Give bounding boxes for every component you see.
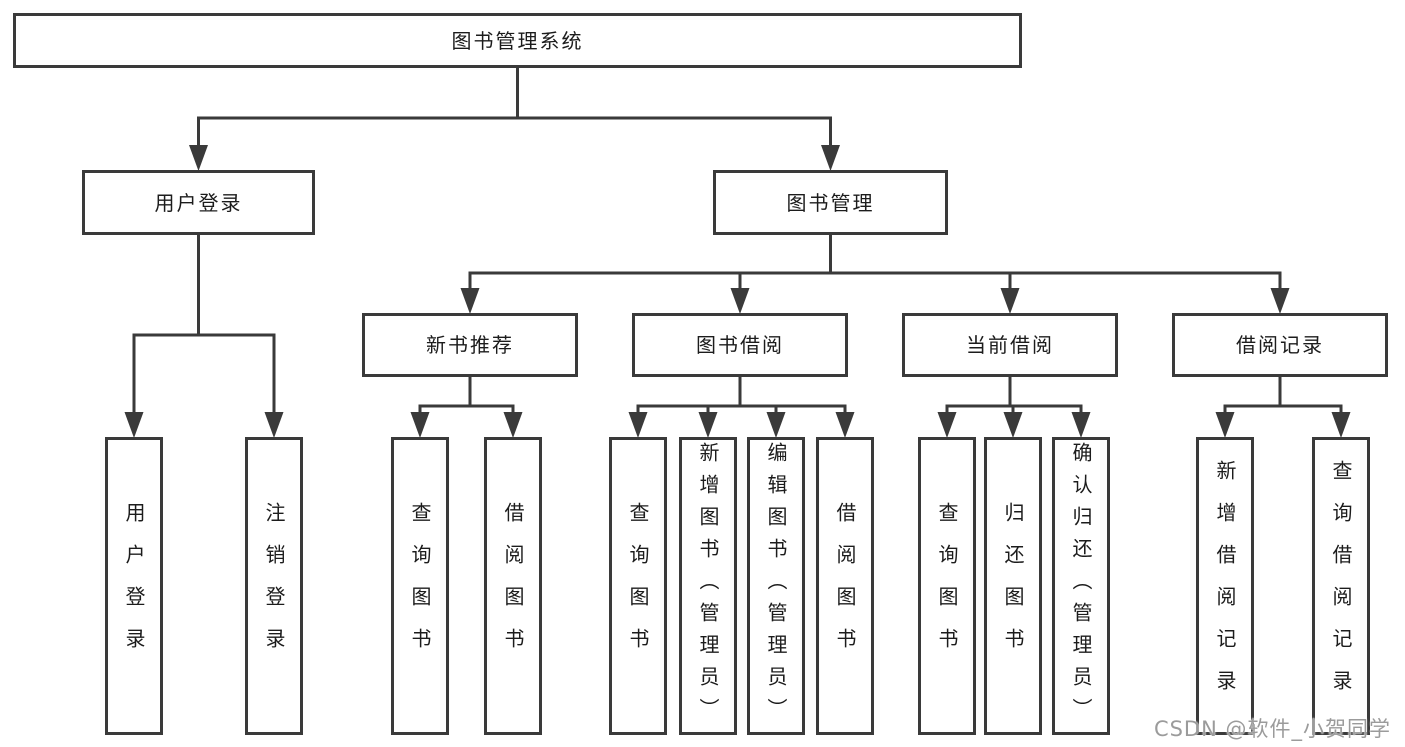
node-current-borrow: 当前借阅 (902, 313, 1118, 377)
node-leaf-logout: 注销登录 (245, 437, 303, 735)
node-leaf-return-book: 归还图书 (984, 437, 1042, 735)
node-leaf-query-book-1: 查询图书 (391, 437, 449, 735)
node-book-mgmt: 图书管理 (713, 170, 948, 235)
node-leaf-edit-book: 编辑图书（管理员） (747, 437, 805, 735)
node-book-borrow: 图书借阅 (632, 313, 848, 377)
node-leaf-query-record: 查询借阅记录 (1312, 437, 1370, 735)
node-leaf-borrow-book-2: 借阅图书 (816, 437, 874, 735)
node-leaf-query-book-2: 查询图书 (609, 437, 667, 735)
node-leaf-query-book-3: 查询图书 (918, 437, 976, 735)
node-user-login: 用户登录 (82, 170, 315, 235)
node-leaf-add-book: 新增图书（管理员） (679, 437, 737, 735)
node-borrow-records: 借阅记录 (1172, 313, 1388, 377)
watermark-text: CSDN @软件_小贺同学 (1153, 717, 1391, 741)
node-root: 图书管理系统 (13, 13, 1022, 68)
node-leaf-borrow-book-1: 借阅图书 (484, 437, 542, 735)
node-leaf-add-record: 新增借阅记录 (1196, 437, 1254, 735)
node-leaf-confirm-return: 确认归还（管理员） (1052, 437, 1110, 735)
node-leaf-user-login: 用户登录 (105, 437, 163, 735)
node-new-book-rec: 新书推荐 (362, 313, 578, 377)
